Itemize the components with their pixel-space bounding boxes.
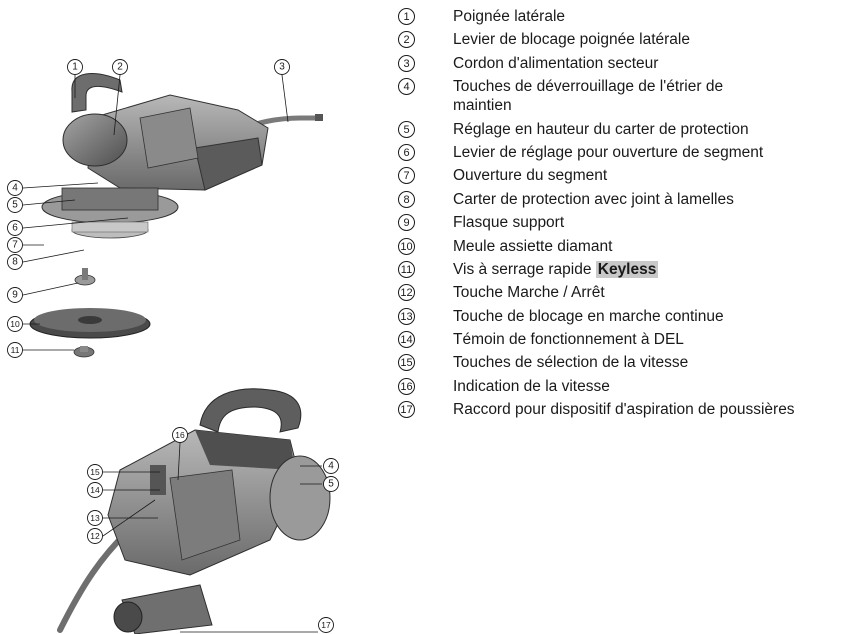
callout-9: 9 — [12, 290, 18, 301]
legend-number: 13 — [398, 308, 415, 325]
callout-1: 1 — [72, 62, 78, 73]
legend-item: 1 Poignée latérale — [398, 7, 838, 26]
legend-label-text: Vis à serrage rapide — [453, 261, 591, 278]
legend-item: 4 Touches de déverrouillage de l'étrier d… — [398, 77, 838, 115]
legend-label: Poignée latérale — [453, 7, 565, 26]
legend-label: Carter de protection avec joint à lamell… — [453, 190, 734, 209]
legend-item: 12 Touche Marche / Arrêt — [398, 283, 838, 302]
legend-number: 16 — [398, 378, 415, 395]
legend-label: Indication de la vitesse — [453, 377, 610, 396]
legend-item: 10 Meule assiette diamant — [398, 237, 838, 256]
callout-7: 7 — [12, 240, 18, 251]
callout-4-rear: 4 — [328, 461, 334, 472]
grinder-rear-view — [60, 389, 330, 634]
legend-item: 5 Réglage en hauteur du carter de protect… — [398, 120, 838, 139]
legend-label: Touche de blocage en marche continue — [453, 307, 724, 326]
legend-label: Raccord pour dispositif d'aspiration de … — [453, 400, 798, 419]
bottom-guard — [270, 456, 330, 540]
callout-10: 10 — [10, 319, 20, 329]
legend-number: 10 — [398, 238, 415, 255]
legend-number: 5 — [398, 121, 415, 138]
legend-item: 14 Témoin de fonctionnement à DEL — [398, 330, 838, 349]
legend-label: Levier de blocage poignée latérale — [453, 30, 690, 49]
legend-number: 6 — [398, 144, 415, 161]
legend-number: 3 — [398, 55, 415, 72]
side-handle — [72, 74, 122, 112]
legend-item: 15 Touches de sélection de la vitesse — [398, 353, 838, 372]
legend-label: Touches de sélection de la vitesse — [453, 353, 688, 372]
legend-label: Réglage en hauteur du carter de protecti… — [453, 120, 749, 139]
legend-item: 6 Levier de réglage pour ouverture de seg… — [398, 143, 838, 162]
legend-item: 16 Indication de la vitesse — [398, 377, 838, 396]
callout-14: 14 — [90, 485, 100, 495]
legend-item: 17 Raccord pour dispositif d'aspiration d… — [398, 400, 838, 419]
diamond-cup-wheel — [30, 308, 150, 338]
legend-number: 11 — [398, 261, 415, 278]
legend-number: 2 — [398, 31, 415, 48]
callout-13: 13 — [90, 513, 100, 523]
top-handle — [200, 389, 301, 432]
legend-label: Cordon d'alimentation secteur — [453, 54, 658, 73]
legend-number: 17 — [398, 401, 415, 418]
callout-8: 8 — [12, 257, 18, 268]
legend-number: 12 — [398, 284, 415, 301]
legend-item: 9 Flasque support — [398, 213, 838, 232]
callout-15: 15 — [90, 467, 100, 477]
callout-6: 6 — [12, 223, 18, 234]
callout-16: 16 — [175, 430, 185, 440]
legend-number: 1 — [398, 8, 415, 25]
legend-number: 8 — [398, 191, 415, 208]
grinder-exploded-view — [30, 74, 323, 357]
legend-label: Ouverture du segment — [453, 166, 607, 185]
product-illustrations: 1 2 3 4 5 6 7 8 9 10 11 — [0, 0, 390, 634]
legend-number: 7 — [398, 167, 415, 184]
legend-label: Touches de déverrouillage de l'étrier de… — [453, 77, 773, 115]
legend-item: 3 Cordon d'alimentation secteur — [398, 54, 838, 73]
callout-4: 4 — [12, 183, 18, 194]
legend-item: 7 Ouverture du segment — [398, 166, 838, 185]
legend-number: 15 — [398, 354, 415, 371]
callout-5: 5 — [12, 200, 18, 211]
legend-label: Touche Marche / Arrêt — [453, 283, 605, 302]
callout-5-rear: 5 — [328, 479, 334, 490]
callout-17: 17 — [321, 620, 331, 630]
legend-number: 9 — [398, 214, 415, 231]
legend-item: 11 Vis à serrage rapide Keyless — [398, 260, 838, 279]
legend-label: Vis à serrage rapide Keyless — [453, 260, 658, 279]
parts-legend: 1 Poignée latérale 2 Levier de blocage poi… — [398, 7, 838, 424]
callout-3: 3 — [279, 62, 285, 73]
callout-12: 12 — [90, 531, 100, 541]
legend-label: Meule assiette diamant — [453, 237, 612, 256]
legend-item: 2 Levier de blocage poignée latérale — [398, 30, 838, 49]
gear-head — [63, 114, 127, 166]
legend-label: Témoin de fonctionnement à DEL — [453, 330, 684, 349]
legend-item: 8 Carter de protection avec joint à lamel… — [398, 190, 838, 209]
legend-label: Levier de réglage pour ouverture de segm… — [453, 143, 763, 162]
callout-11: 11 — [11, 345, 20, 355]
callout-2: 2 — [117, 62, 123, 73]
legend-number: 4 — [398, 78, 415, 95]
support-flange — [75, 268, 95, 285]
keyless-nut — [74, 346, 94, 357]
legend-number: 14 — [398, 331, 415, 348]
legend-item: 13 Touche de blocage en marche continue — [398, 307, 838, 326]
keyless-highlight: Keyless — [596, 261, 659, 278]
legend-label: Flasque support — [453, 213, 564, 232]
